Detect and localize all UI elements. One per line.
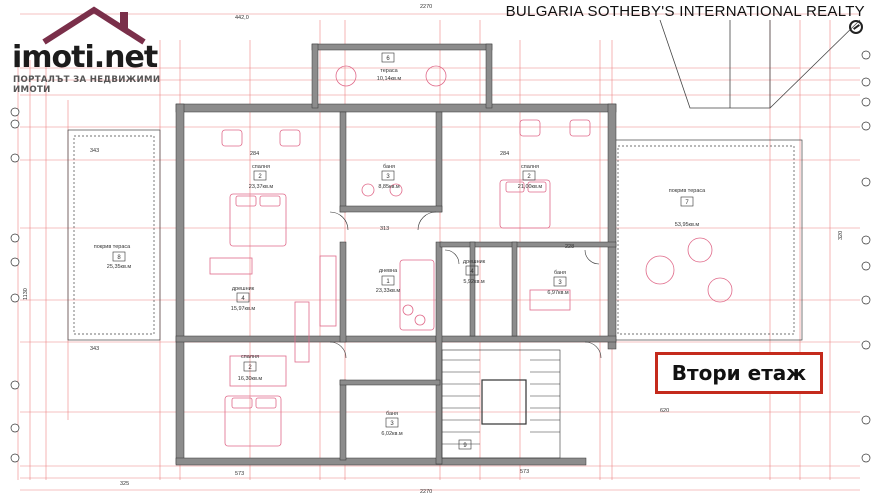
svg-text:дрешник: дрешник xyxy=(232,286,255,292)
svg-text:8: 8 xyxy=(117,255,121,261)
svg-text:1130: 1130 xyxy=(23,288,29,300)
svg-text:покрив тераса: покрив тераса xyxy=(94,244,131,250)
svg-text:21,00кв.м: 21,00кв.м xyxy=(518,184,543,190)
svg-text:5,92кв.м: 5,92кв.м xyxy=(463,279,485,285)
svg-text:573: 573 xyxy=(235,471,244,477)
svg-text:6: 6 xyxy=(386,56,390,62)
imoti-logo[interactable]: imoti.net ПОРТАЛЪТ ЗА НЕДВИЖИМИ ИМОТИ xyxy=(4,6,174,95)
svg-text:228: 228 xyxy=(565,244,574,250)
svg-text:спалня: спалня xyxy=(521,164,539,170)
svg-text:дневна: дневна xyxy=(379,268,398,274)
svg-text:2270: 2270 xyxy=(420,4,432,10)
svg-text:спалня: спалня xyxy=(241,354,259,360)
svg-text:8,85кв.м: 8,85кв.м xyxy=(378,184,400,190)
svg-text:покрив тераса: покрив тераса xyxy=(669,188,706,194)
svg-text:4: 4 xyxy=(241,296,245,302)
svg-text:343: 343 xyxy=(90,148,99,154)
svg-text:дрешник: дрешник xyxy=(463,259,486,265)
svg-text:442,0: 442,0 xyxy=(235,15,249,21)
svg-text:325: 325 xyxy=(120,481,129,487)
svg-text:6,02кв.м: 6,02кв.м xyxy=(381,431,403,437)
logo-tagline: ПОРТАЛЪТ ЗА НЕДВИЖИМИ ИМОТИ xyxy=(13,75,161,95)
north-arrow-icon xyxy=(849,20,863,34)
svg-text:313: 313 xyxy=(380,226,389,232)
svg-text:баня: баня xyxy=(383,164,395,170)
svg-text:9: 9 xyxy=(463,443,467,449)
svg-text:баня: баня xyxy=(554,270,566,276)
svg-text:25,35кв.м: 25,35кв.м xyxy=(107,264,132,270)
svg-text:284: 284 xyxy=(250,151,259,157)
svg-text:284: 284 xyxy=(500,151,509,157)
svg-text:16,30кв.м: 16,30кв.м xyxy=(238,376,263,382)
svg-text:2270: 2270 xyxy=(420,489,432,495)
svg-text:2: 2 xyxy=(527,174,531,180)
svg-text:4: 4 xyxy=(470,269,474,275)
room-name: тераса xyxy=(380,68,398,74)
svg-text:573: 573 xyxy=(520,469,529,475)
svg-text:53,95кв.м: 53,95кв.м xyxy=(675,222,700,228)
svg-text:343: 343 xyxy=(90,346,99,352)
svg-text:320: 320 xyxy=(838,231,844,240)
svg-text:10,14кв.м: 10,14кв.м xyxy=(377,76,402,82)
svg-text:7: 7 xyxy=(685,200,689,206)
svg-text:2: 2 xyxy=(248,365,252,371)
svg-text:15,97кв.м: 15,97кв.м xyxy=(231,306,256,312)
svg-text:6,97кв.м: 6,97кв.м xyxy=(547,290,569,296)
svg-text:23,33кв.м: 23,33кв.м xyxy=(376,288,401,294)
logo-wordmark: imoti.net xyxy=(12,40,158,75)
svg-text:баня: баня xyxy=(386,411,398,417)
agency-brand: BULGARIA SOTHEBY'S INTERNATIONAL REALTY xyxy=(505,3,865,20)
svg-text:3: 3 xyxy=(390,421,394,427)
svg-text:3: 3 xyxy=(558,280,562,286)
floor-label: Втори етаж xyxy=(655,352,823,394)
svg-text:спалня: спалня xyxy=(252,164,270,170)
svg-text:23,37кв.м: 23,37кв.м xyxy=(249,184,274,190)
svg-text:620: 620 xyxy=(660,408,669,414)
svg-text:2: 2 xyxy=(258,174,262,180)
svg-text:3: 3 xyxy=(386,174,390,180)
svg-text:1: 1 xyxy=(386,279,390,285)
house-roof-icon xyxy=(42,6,146,45)
